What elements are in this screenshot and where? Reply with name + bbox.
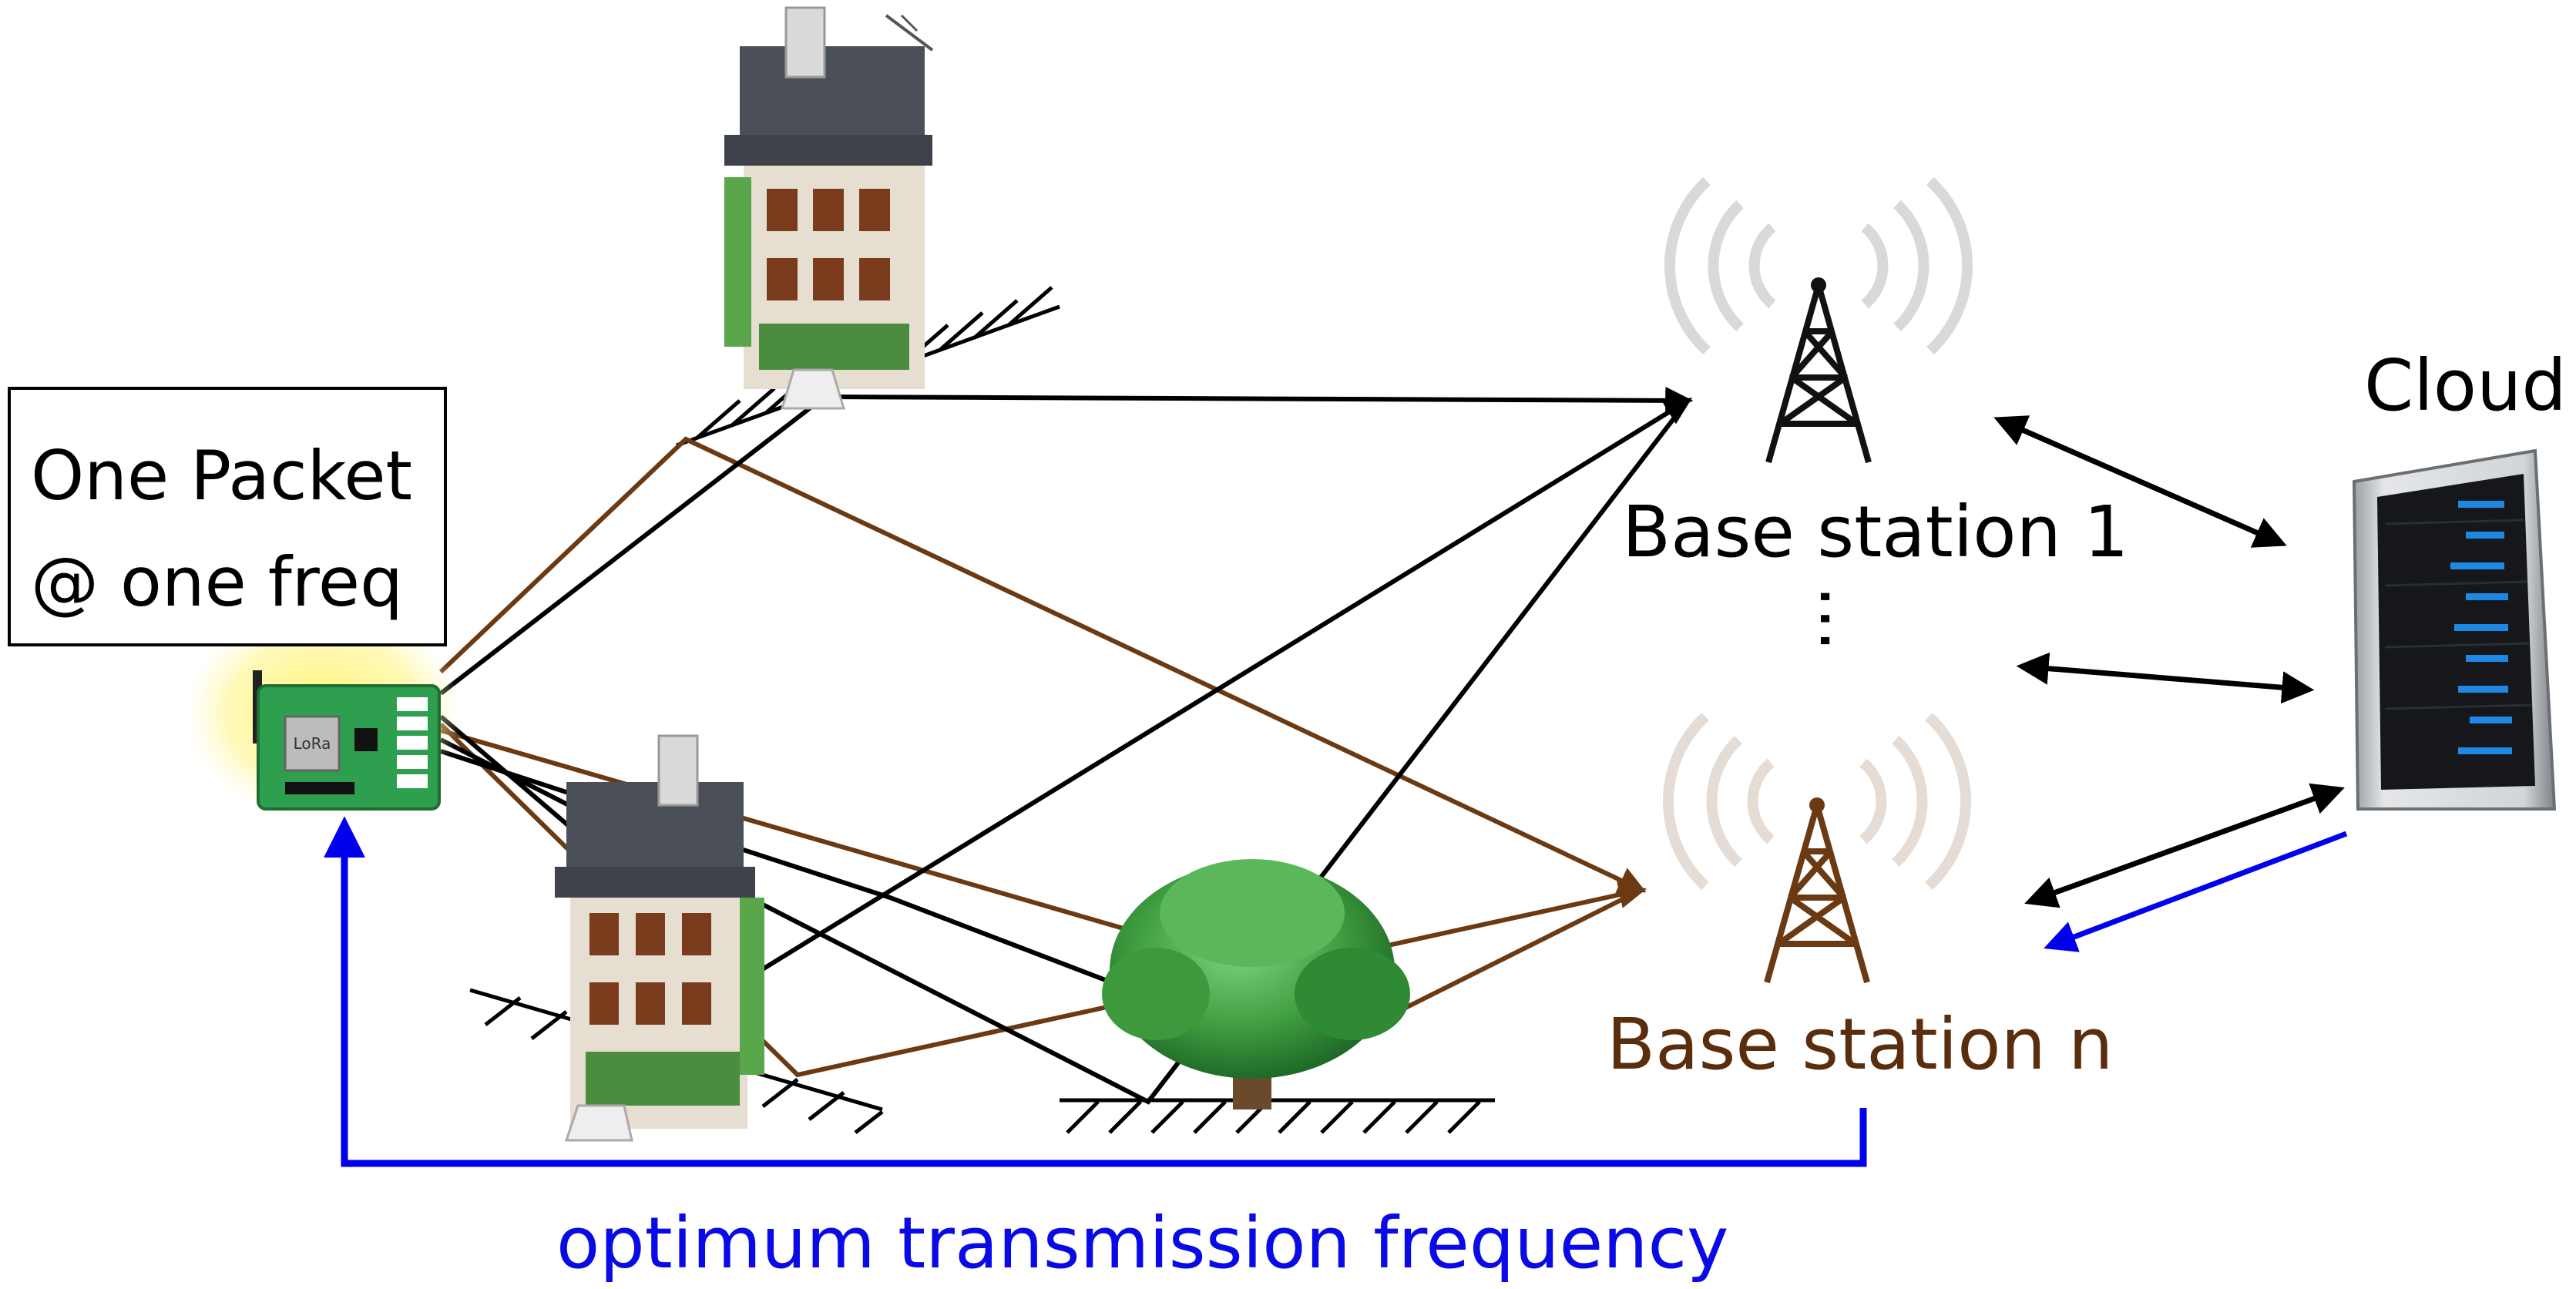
cloud-label: Cloud [2364, 344, 2567, 427]
building-bottom-icon [555, 734, 764, 1142]
server-rack-icon [2352, 448, 2557, 811]
backhaul-links [1993, 415, 2345, 908]
link-bs1-cloud [1993, 415, 2287, 548]
lora-chip-text: LoRa [294, 734, 331, 753]
base-station-n-tower-icon [1663, 712, 1971, 984]
base-station-ellipsis: ... [1804, 586, 1885, 652]
base-station-n-label: Base station n [1607, 1003, 2114, 1086]
packet-info-box [8, 387, 447, 646]
packet-label-line-1: One Packet [31, 436, 413, 515]
feedback-loop-arrow [324, 816, 1867, 1167]
feedback-label: optimum transmission frequency [556, 1202, 1729, 1284]
lora-device-icon: LoRa [185, 605, 462, 821]
base-station-1-tower-icon [1664, 176, 1973, 464]
base-station-1-label: Base station 1 [1622, 491, 2129, 573]
brown-path-top-reflection [438, 436, 1647, 893]
link-middle-cloud [2016, 652, 2315, 704]
cloud-feedback-arrow [2044, 831, 2348, 952]
tree-icon [1102, 859, 1410, 1109]
packet-label-line-2: @ one freq [31, 542, 403, 622]
ground-hatch-bottom-right [1060, 1098, 1495, 1134]
link-bsn-cloud [2024, 783, 2345, 908]
building-top-icon [724, 6, 934, 410]
black-path-roof-reflection [439, 386, 1694, 696]
